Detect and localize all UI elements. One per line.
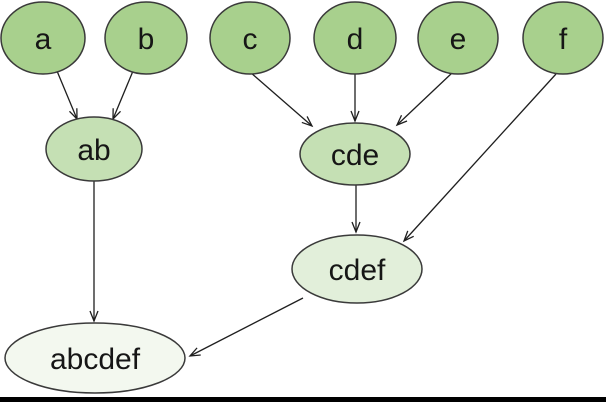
node-b: b <box>104 1 188 75</box>
node-ab-shape <box>45 116 143 182</box>
node-ab-label: ab <box>77 134 110 167</box>
node-abcdef-label: abcdef <box>50 343 141 376</box>
node-d-shape <box>313 1 397 75</box>
node-d-label: d <box>347 23 364 56</box>
node-a: a <box>0 1 86 75</box>
node-cde: cde <box>299 122 411 186</box>
node-abcdef-shape <box>4 322 186 394</box>
node-f-shape <box>522 1 604 75</box>
node-d: d <box>313 1 397 75</box>
edge-c-cde <box>249 71 314 128</box>
node-cde-label: cde <box>331 139 379 172</box>
node-a-label: a <box>35 23 52 56</box>
node-e-label: e <box>450 23 467 56</box>
edge-b-ab <box>112 70 134 121</box>
node-c-shape <box>209 1 291 75</box>
edge-a-ab <box>56 70 78 121</box>
node-e: e <box>417 1 499 75</box>
node-c-label: c <box>243 23 258 56</box>
edge-e-cde <box>395 72 453 127</box>
node-cdef: cdef <box>291 234 423 304</box>
node-f-label: f <box>559 23 568 56</box>
node-ab: ab <box>45 116 143 182</box>
node-e-shape <box>417 1 499 75</box>
node-b-label: b <box>138 23 155 56</box>
edge-f-cdef <box>402 73 557 243</box>
node-cde-shape <box>299 122 411 186</box>
node-a-shape <box>0 1 86 75</box>
node-c: c <box>209 1 291 75</box>
node-f: f <box>522 1 604 75</box>
node-cdef-label: cdef <box>329 254 386 287</box>
bottom-border-line <box>0 397 606 402</box>
edge-cdef-abcdef <box>188 297 304 357</box>
node-abcdef: abcdef <box>4 322 186 394</box>
node-b-shape <box>104 1 188 75</box>
node-cdef-shape <box>291 234 423 304</box>
